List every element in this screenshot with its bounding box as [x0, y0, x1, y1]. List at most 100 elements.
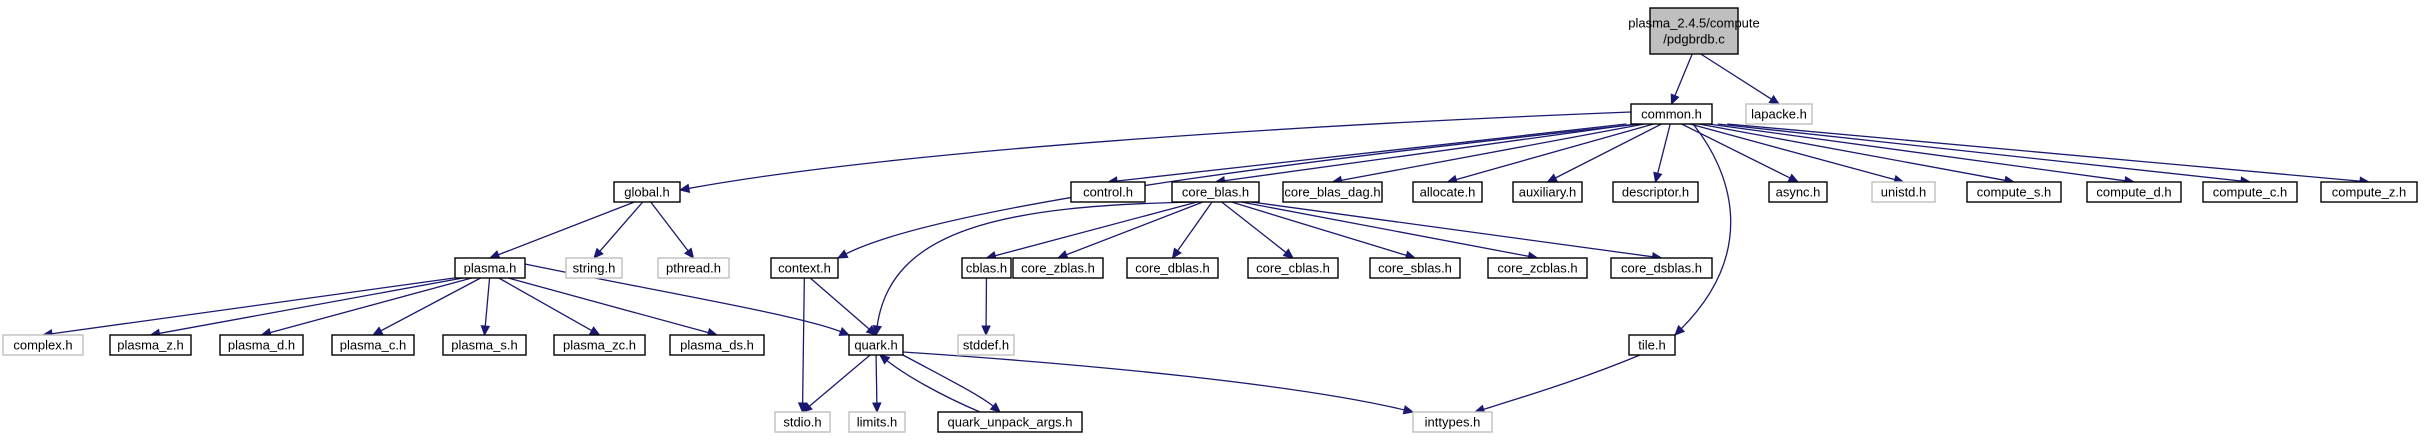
node-box	[2320, 181, 2418, 203]
node-core-zblas[interactable]: core_zblas.h	[1012, 257, 1104, 279]
edge-line	[1115, 123, 1627, 182]
node-label: global.h	[624, 185, 670, 200]
node-box	[2086, 181, 2182, 203]
node-box	[1171, 181, 1260, 203]
arrowhead	[1282, 248, 1294, 259]
node-box	[1745, 103, 1813, 125]
edge-core-blas-to-quark	[872, 201, 1201, 337]
edge-global-to-pthread	[650, 201, 695, 259]
edge-line	[1717, 123, 2243, 182]
node-box	[657, 257, 730, 279]
node-label: lapacke.h	[1751, 107, 1807, 122]
edge-line	[1251, 201, 1654, 258]
edge-quark-to-stdio	[801, 354, 871, 413]
node-core-cblas[interactable]: core_cblas.h	[1247, 257, 1339, 279]
node-core-sblas[interactable]: core_sblas.h	[1369, 257, 1461, 279]
node-box	[1512, 181, 1583, 203]
node-label: cblas.h	[966, 261, 1007, 276]
node-limits: limits.h	[848, 411, 906, 433]
node-auxiliary[interactable]: auxiliary.h	[1512, 181, 1583, 203]
node-compute-z[interactable]: compute_z.h	[2320, 181, 2418, 203]
edge-line	[1482, 354, 1641, 411]
edges-layer	[41, 53, 2371, 415]
node-box	[1070, 181, 1146, 203]
node-label: stdio.h	[783, 415, 821, 430]
node-label: allocate.h	[1420, 185, 1476, 200]
node-tile[interactable]: tile.h	[1628, 334, 1676, 356]
node-label: compute_d.h	[2096, 185, 2171, 200]
node-box	[1649, 7, 1739, 55]
node-async[interactable]: async.h	[1768, 181, 1828, 203]
node-label: core_blas_dag.h	[1284, 185, 1380, 200]
node-global[interactable]: global.h	[613, 181, 681, 203]
node-plasma[interactable]: plasma.h	[454, 257, 526, 279]
edge-line	[808, 354, 871, 408]
edge-core-blas-to-cblas	[985, 201, 1198, 261]
edge-line	[1554, 123, 1662, 179]
edge-line	[1708, 123, 2127, 182]
node-compute-c[interactable]: compute_c.h	[2202, 181, 2298, 203]
node-core-zcblas[interactable]: core_zcblas.h	[1487, 257, 1588, 279]
node-control[interactable]: control.h	[1070, 181, 1146, 203]
edge-line	[1176, 201, 1213, 252]
node-plasma-c[interactable]: plasma_c.h	[331, 334, 415, 356]
arrowhead	[836, 249, 849, 259]
node-root[interactable]: plasma_2.4.5/compute/pdgbrdb.c	[1628, 7, 1760, 55]
node-box	[1628, 334, 1676, 356]
edge-line	[1223, 123, 1636, 182]
node-core-dblas[interactable]: core_dblas.h	[1126, 257, 1219, 279]
arrowhead	[683, 247, 695, 259]
node-label: unistd.h	[1881, 185, 1927, 200]
node-cblas[interactable]: cblas.h	[961, 257, 1012, 279]
node-plasma-zc[interactable]: plasma_zc.h	[553, 334, 646, 356]
node-plasma-s[interactable]: plasma_s.h	[442, 334, 527, 356]
edge-common-to-global	[678, 111, 1632, 193]
node-label: pthread.h	[666, 261, 721, 276]
edge-line	[497, 201, 635, 256]
edge-line	[269, 277, 472, 334]
node-core-blas[interactable]: core_blas.h	[1171, 181, 1260, 203]
edge-core-blas-to-core-zblas	[1056, 201, 1204, 260]
node-plasma-ds[interactable]: plasma_ds.h	[669, 334, 765, 356]
edge-line	[687, 111, 1632, 190]
arrowhead	[1768, 94, 1781, 105]
node-box	[961, 257, 1012, 279]
arrowhead	[872, 402, 882, 414]
node-quark-unpack-args[interactable]: quark_unpack_args.h	[937, 411, 1083, 433]
node-context[interactable]: context.h	[770, 257, 839, 279]
node-common[interactable]: common.h	[1630, 103, 1713, 125]
node-label: plasma_zc.h	[563, 338, 636, 353]
node-label: /pdgbrdb.c	[1663, 32, 1725, 47]
node-label: auxiliary.h	[1519, 185, 1577, 200]
edge-core-blas-to-core-cblas	[1221, 201, 1294, 259]
node-label: inttypes.h	[1425, 415, 1481, 430]
node-descriptor[interactable]: descriptor.h	[1612, 181, 1699, 203]
node-label: quark_unpack_args.h	[947, 415, 1072, 430]
node-compute-d[interactable]: compute_d.h	[2086, 181, 2182, 203]
edge-common-to-compute-z	[1727, 123, 2371, 186]
arrowhead	[989, 402, 1001, 413]
node-label: control.h	[1083, 185, 1133, 200]
node-box	[1871, 181, 1936, 203]
edge-plasma-to-plasma-d	[260, 277, 472, 338]
arrowhead	[865, 325, 877, 336]
node-label: compute_z.h	[2332, 185, 2406, 200]
node-box	[331, 334, 415, 356]
arrowhead	[480, 325, 491, 337]
node-label: core_blas.h	[1182, 185, 1249, 200]
node-label: plasma.h	[464, 261, 517, 276]
node-label: context.h	[778, 261, 831, 276]
node-label: limits.h	[857, 415, 897, 430]
node-box	[565, 257, 623, 279]
node-compute-s[interactable]: compute_s.h	[1966, 181, 2062, 203]
node-plasma-d[interactable]: plasma_d.h	[219, 334, 304, 356]
node-core-blas-dag[interactable]: core_blas_dag.h	[1282, 181, 1383, 203]
node-label: plasma_z.h	[117, 338, 183, 353]
node-allocate[interactable]: allocate.h	[1412, 181, 1483, 203]
node-core-dsblas[interactable]: core_dsblas.h	[1610, 257, 1713, 279]
node-quark[interactable]: quark.h	[848, 334, 904, 356]
node-inttypes: inttypes.h	[1412, 411, 1493, 433]
node-box	[1012, 257, 1104, 279]
node-plasma-z[interactable]: plasma_z.h	[109, 334, 192, 356]
node-box	[1610, 257, 1713, 279]
